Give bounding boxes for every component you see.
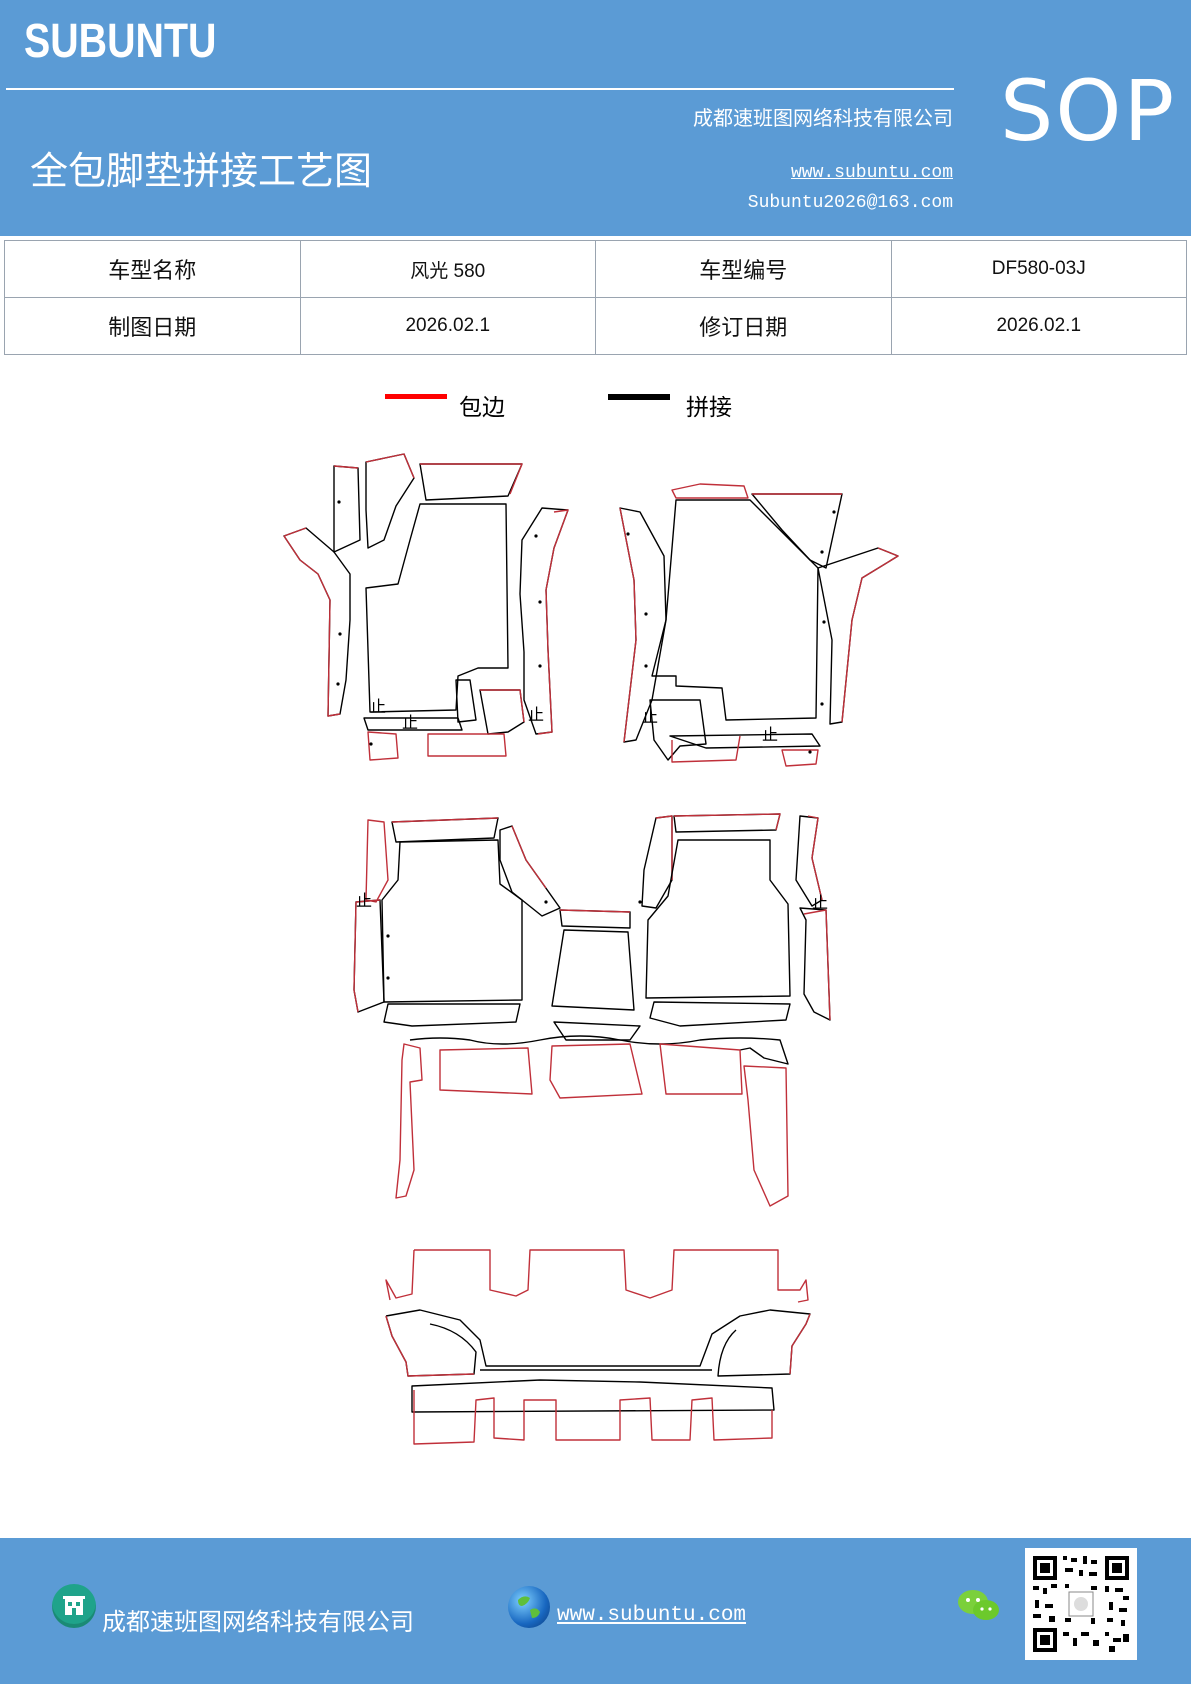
label-draw-date: 制图日期 xyxy=(4,297,301,355)
brand-logo: SUBUNTU xyxy=(24,15,217,68)
legend-label-seam: 拼接 xyxy=(686,395,732,421)
front-left-mat-group xyxy=(283,453,569,761)
alignment-dots xyxy=(336,500,836,980)
page-title: 全包脚垫拼接工艺图 xyxy=(30,149,373,193)
stop-mark: 止 xyxy=(642,707,658,726)
header-divider xyxy=(6,88,954,90)
value-model-code: DF580-03J xyxy=(890,240,1187,298)
globe-icon xyxy=(508,1586,550,1628)
table-row: 制图日期 2026.02.1 修订日期 2026.02.1 xyxy=(4,297,1187,355)
header-company: 成都速班图网络科技有限公司 xyxy=(693,106,953,130)
footer-website-link[interactable]: www.subuntu.com xyxy=(557,1604,747,1627)
value-draw-date: 2026.02.1 xyxy=(299,297,596,355)
value-revision-date: 2026.02.1 xyxy=(890,297,1187,355)
stop-mark: 止 xyxy=(528,705,544,724)
footer-company: 成都速班图网络科技有限公司 xyxy=(102,1608,414,1636)
value-model-name: 风光 580 xyxy=(299,240,596,298)
header-website-link[interactable]: www.subuntu.com xyxy=(790,163,953,183)
middle-row-mat-group xyxy=(353,813,831,1041)
mat-pattern-drawing: 止 止 止 止 止 止 止 xyxy=(283,453,899,1445)
sop-badge: SOP xyxy=(1000,62,1177,160)
stop-mark: 止 xyxy=(370,697,386,716)
qr-code xyxy=(1025,1548,1137,1660)
building-icon xyxy=(52,1584,96,1628)
label-model-name: 车型名称 xyxy=(4,240,301,298)
header-email: Subuntu2026@163.com xyxy=(747,193,953,213)
stop-mark: 止 xyxy=(762,725,778,744)
stop-mark: 止 xyxy=(812,893,828,912)
legend-swatch-binding xyxy=(385,394,447,399)
table-row: 车型名称 风光 580 车型编号 DF580-03J xyxy=(4,240,1187,298)
label-revision-date: 修订日期 xyxy=(595,297,892,355)
stop-marks: 止 止 止 止 止 止 止 xyxy=(356,697,828,912)
header-banner: SUBUNTU 成都速班图网络科技有限公司 全包脚垫拼接工艺图 www.subu… xyxy=(0,0,1191,236)
legend-swatch-seam xyxy=(608,394,670,400)
front-right-mat-group xyxy=(619,483,899,767)
footer-banner: 成都速班图网络科技有限公司 www.subuntu.com xyxy=(0,1538,1191,1684)
label-model-code: 车型编号 xyxy=(595,240,892,298)
second-row-rear-group xyxy=(395,1035,789,1207)
stop-mark: 止 xyxy=(356,891,372,910)
info-table: 车型名称 风光 580 车型编号 DF580-03J 制图日期 2026.02.… xyxy=(4,240,1187,355)
legend: 包边 拼接 xyxy=(0,384,1191,424)
third-row-mat-group xyxy=(385,1249,811,1445)
stop-mark: 止 xyxy=(402,713,418,732)
wechat-icon[interactable] xyxy=(956,1586,1002,1630)
legend-label-binding: 包边 xyxy=(459,395,505,421)
